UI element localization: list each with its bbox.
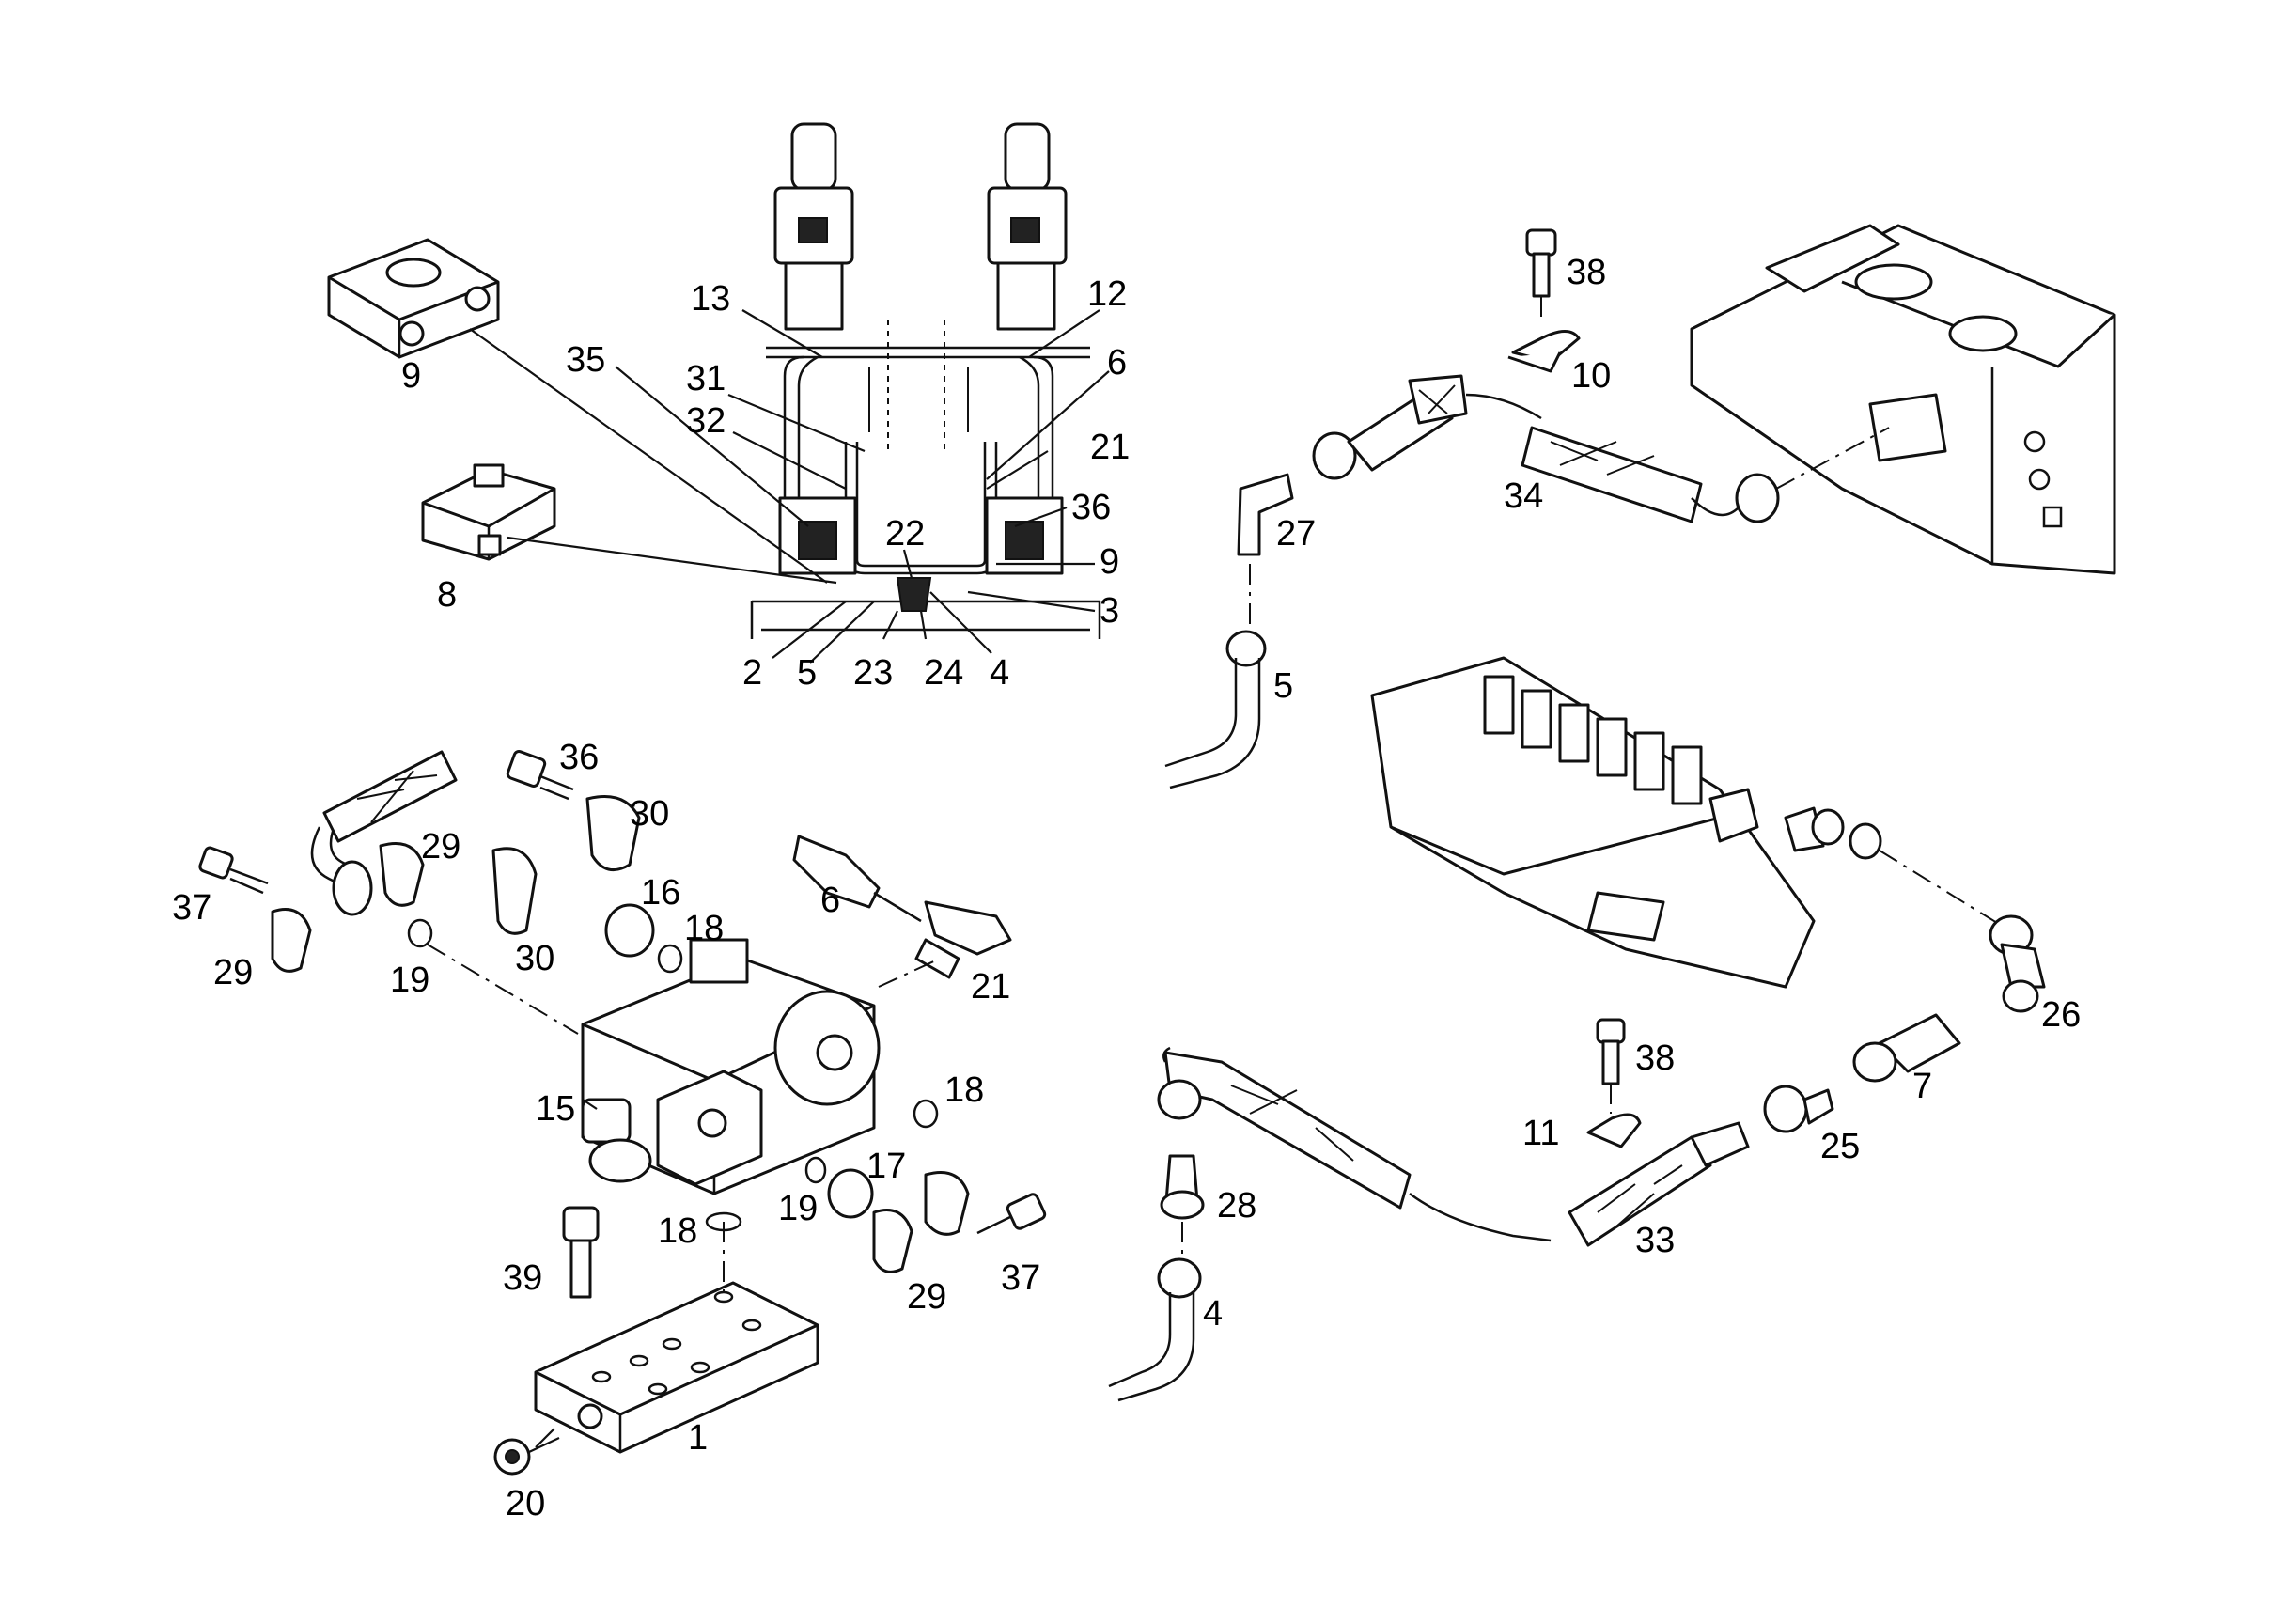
label-19-bottom: 19 bbox=[778, 1189, 818, 1228]
label-35: 35 bbox=[566, 340, 605, 380]
label-23: 23 bbox=[853, 653, 893, 693]
label-37-left: 37 bbox=[172, 888, 211, 928]
label-24: 24 bbox=[924, 653, 963, 693]
clamp-block-9 bbox=[327, 238, 828, 584]
label-29-left: 29 bbox=[213, 953, 253, 992]
label-9-top: 9 bbox=[1100, 542, 1119, 582]
label-20: 20 bbox=[506, 1484, 545, 1523]
label-16: 16 bbox=[641, 873, 680, 913]
label-25: 25 bbox=[1820, 1127, 1860, 1166]
label-17: 17 bbox=[866, 1147, 906, 1186]
label-18-bottom: 18 bbox=[658, 1211, 697, 1251]
label-13: 13 bbox=[691, 279, 730, 319]
label-26: 26 bbox=[2041, 995, 2081, 1035]
label-12: 12 bbox=[1087, 274, 1127, 314]
valve-block-15 bbox=[581, 938, 881, 1195]
label-8: 8 bbox=[437, 575, 457, 615]
label-18-right: 18 bbox=[944, 1070, 984, 1110]
fittings-7-25 bbox=[1763, 1013, 1961, 1133]
label-29-top: 29 bbox=[421, 827, 460, 867]
clip-10-bolt-38 bbox=[1507, 228, 1581, 373]
label-18-top: 18 bbox=[684, 909, 724, 948]
cylinder-assembly bbox=[750, 122, 1101, 639]
label-34: 34 bbox=[1504, 476, 1543, 516]
label-36-top: 36 bbox=[1071, 488, 1111, 527]
label-5-right: 5 bbox=[1273, 666, 1293, 706]
label-15: 15 bbox=[536, 1089, 575, 1129]
tank-frame bbox=[1690, 224, 2116, 575]
hose-33 bbox=[1157, 1046, 1750, 1247]
label-10: 10 bbox=[1571, 356, 1611, 396]
label-22: 22 bbox=[885, 514, 925, 554]
clamp-8 bbox=[421, 463, 837, 585]
top-assembly-leaders bbox=[615, 309, 1110, 664]
label-37-right: 37 bbox=[1001, 1258, 1040, 1298]
label-32: 32 bbox=[686, 401, 726, 441]
part-labels: 1 2 3 4 4 5 5 6 6 7 8 9 9 10 11 12 13 15… bbox=[172, 253, 2081, 1523]
label-27: 27 bbox=[1276, 514, 1316, 554]
label-11: 11 bbox=[1522, 1114, 1559, 1153]
engine-block bbox=[1370, 656, 1882, 989]
label-30-right: 30 bbox=[630, 794, 669, 834]
label-28: 28 bbox=[1217, 1186, 1256, 1226]
label-30-left: 30 bbox=[515, 939, 554, 978]
label-21-top: 21 bbox=[1090, 428, 1130, 467]
fitting-27-and-pipe-5 bbox=[1164, 473, 1294, 789]
label-4-top: 4 bbox=[990, 653, 1009, 693]
label-38-top: 38 bbox=[1567, 253, 1606, 292]
base-plate-1 bbox=[534, 1222, 819, 1454]
pipe-26-fitting bbox=[1879, 850, 2046, 1013]
small-parts-left bbox=[198, 749, 1047, 1476]
label-3: 3 bbox=[1100, 591, 1119, 631]
left-middle-leaders bbox=[427, 944, 598, 1448]
label-21-left: 21 bbox=[971, 967, 1010, 1007]
label-9-left: 9 bbox=[401, 356, 421, 396]
label-4-right: 4 bbox=[1203, 1294, 1223, 1334]
label-5-top: 5 bbox=[797, 653, 817, 693]
label-31: 31 bbox=[686, 359, 726, 398]
hose-34 bbox=[1312, 374, 1890, 523]
label-33: 33 bbox=[1635, 1221, 1675, 1260]
label-29-bottom: 29 bbox=[907, 1277, 946, 1317]
label-19-left: 19 bbox=[390, 960, 429, 1000]
label-2: 2 bbox=[742, 653, 762, 693]
label-38-right: 38 bbox=[1635, 1038, 1675, 1078]
label-6-top: 6 bbox=[1107, 343, 1127, 383]
label-6-left: 6 bbox=[820, 881, 840, 920]
label-36-left: 36 bbox=[559, 738, 599, 777]
label-39: 39 bbox=[503, 1258, 542, 1298]
label-1: 1 bbox=[688, 1418, 708, 1458]
label-7: 7 bbox=[1912, 1067, 1932, 1106]
clip-11-bolt-38 bbox=[1586, 1018, 1642, 1148]
nipple-28-pipe-4 bbox=[1108, 1154, 1205, 1402]
